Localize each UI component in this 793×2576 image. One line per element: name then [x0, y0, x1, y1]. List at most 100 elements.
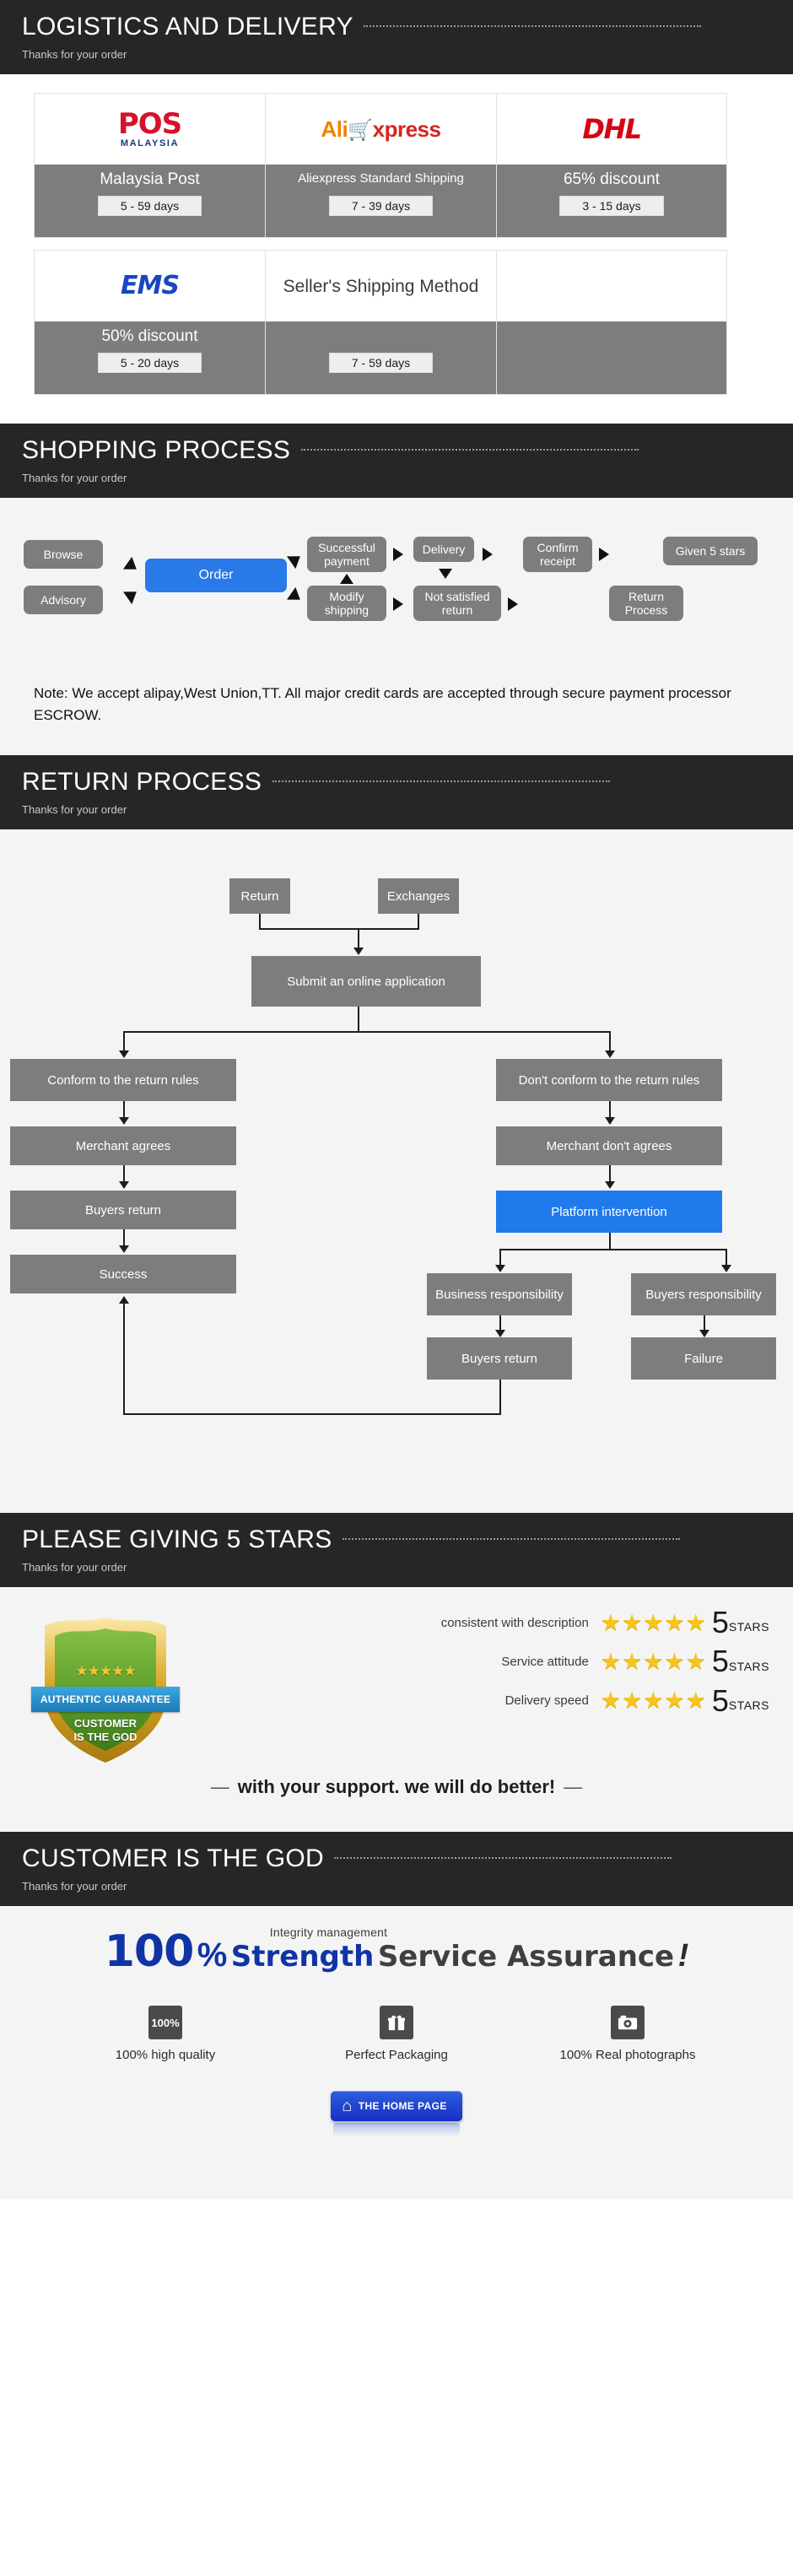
flow-node-failure[interactable]: Failure — [631, 1337, 776, 1380]
badge-line-2: IS THE GOD — [73, 1731, 138, 1743]
arrow-order-to-modify-shipping — [287, 586, 305, 607]
section-subtitle: Thanks for your order — [22, 472, 127, 484]
shipping-info: 50% discount 5 - 20 days — [35, 321, 265, 394]
flow-node-buyers-responsibility[interactable]: Buyers responsibility — [631, 1273, 776, 1315]
flow-node-given-5-stars[interactable]: Given 5 stars — [663, 537, 758, 565]
line-conform-down — [123, 1101, 125, 1120]
shipping-cell-malaysia-post[interactable]: POS MALAYSIA Malaysia Post 5 - 59 days — [34, 93, 265, 238]
shipping-row-1: POS MALAYSIA Malaysia Post 5 - 59 days A… — [34, 93, 759, 238]
camera-icon — [611, 2006, 645, 2039]
shopping-cart-icon: 🛒 — [348, 118, 373, 142]
rating-score: 5 — [711, 1605, 729, 1639]
authentic-guarantee-shield-icon: ★★★★★ AUTHENTIC GUARANTEE CUSTOMER IS TH… — [31, 1614, 180, 1764]
flow-node-platform-intervention[interactable]: Platform intervention — [496, 1191, 722, 1233]
feature-item: Perfect Packaging — [316, 2006, 477, 2062]
line-branch-horizontal — [123, 1031, 611, 1033]
rating-score: 5 — [711, 1682, 729, 1718]
flow-node-successful-payment[interactable]: Successful payment — [307, 537, 386, 572]
flow-node-conform-rules[interactable]: Conform to the return rules — [10, 1059, 236, 1101]
rating-label: Service attitude — [501, 1655, 589, 1670]
rating-row: Service attitude ★★★★★ 5 STARS — [211, 1646, 769, 1677]
rating-label: Delivery speed — [504, 1693, 589, 1709]
flow-node-not-satisfied-return[interactable]: Not satisfied return — [413, 586, 501, 621]
dash-right: — — [564, 1776, 583, 1797]
camera-glyph — [618, 2015, 638, 2030]
arrow-to-conform — [119, 1050, 129, 1058]
aliexpress-logo-xpress: xpress — [372, 116, 441, 142]
flow-node-business-responsibility[interactable]: Business responsibility — [427, 1273, 572, 1315]
shipping-method-name: 65% discount — [563, 170, 661, 188]
star-icon-group: ★★★★★ — [600, 1609, 707, 1635]
flow-node-confirm-receipt[interactable]: Confirm receipt — [523, 537, 592, 572]
dhl-logo-text: DHL — [582, 113, 642, 145]
gift-glyph — [387, 2015, 406, 2031]
arrow-modify-to-not-satisfied — [393, 597, 403, 611]
flow-node-merchant-dont-agrees[interactable]: Merchant don't agrees — [496, 1126, 722, 1165]
aliexpress-logo-ali: Ali — [321, 116, 348, 142]
flow-node-order[interactable]: Order — [145, 559, 287, 592]
return-process-flowchart: Return Exchanges Submit an online applic… — [0, 829, 793, 1513]
section-subtitle: Thanks for your order — [22, 1880, 127, 1893]
seller-method-text: Seller's Shipping Method — [283, 276, 479, 296]
arrow-to-dont-conform — [605, 1050, 615, 1058]
section-subtitle: Thanks for your order — [22, 803, 127, 816]
rating-unit: STARS — [728, 1620, 769, 1634]
pos-malaysia-logo: POS MALAYSIA — [35, 94, 265, 165]
flow-node-buyers-return-left[interactable]: Buyers return — [10, 1191, 236, 1229]
service-assurance-word: Service Assurance — [377, 1940, 675, 1974]
flow-node-modify-shipping[interactable]: Modify shipping — [307, 586, 386, 621]
section-header-customer-is-god: CUSTOMER IS THE GOD Thanks for your orde… — [0, 1832, 793, 1906]
gift-box-icon — [380, 2006, 413, 2039]
arrow-buyers-return-to-success — [119, 1245, 129, 1253]
shopping-process-flowchart: Browse Advisory Order Successful payment… — [0, 498, 793, 679]
shipping-cell-dhl[interactable]: DHL 65% discount 3 - 15 days — [496, 93, 727, 238]
flow-node-success[interactable]: Success — [10, 1255, 236, 1293]
badge-customer-text: CUSTOMER IS THE GOD — [38, 1717, 173, 1744]
home-page-button[interactable]: ⌂ THE HOME PAGE — [331, 2091, 462, 2121]
flow-node-delivery[interactable]: Delivery — [413, 537, 474, 562]
line-to-buyers-resp — [726, 1249, 727, 1267]
header-dotted-rule — [300, 449, 639, 451]
line-exchanges-down — [418, 914, 419, 929]
shipping-cell-empty — [496, 250, 727, 395]
empty-info-slot — [497, 321, 726, 394]
arrow-browse-to-order — [123, 556, 141, 576]
arrow-loop-to-success — [119, 1296, 129, 1304]
flow-node-browse[interactable]: Browse — [24, 540, 103, 569]
exclamation-mark: ! — [677, 1938, 689, 1974]
line-merge-down — [358, 928, 359, 950]
flow-node-advisory[interactable]: Advisory — [24, 586, 103, 614]
header-dotted-rule — [364, 25, 702, 27]
arrow-buyers-resp-to-failure — [699, 1330, 709, 1337]
feature-item: 100% 100% high quality — [85, 2006, 245, 2062]
shipping-cell-ems[interactable]: EMS 50% discount 5 - 20 days — [34, 250, 265, 395]
shipping-delivery-days: 7 - 59 days — [328, 353, 434, 373]
arrow-confirm-to-given-stars — [599, 548, 609, 561]
section-header-five-stars: PLEASE GIVING 5 STARS Thanks for your or… — [0, 1513, 793, 1587]
strength-word: Strength — [230, 1940, 375, 1974]
home-button-label: THE HOME PAGE — [358, 2100, 447, 2112]
flow-node-dont-conform-rules[interactable]: Don't conform to the return rules — [496, 1059, 722, 1101]
arrow-dont-conform-to-merchant — [605, 1117, 615, 1125]
header-dotted-rule — [272, 780, 610, 782]
flow-node-return-process[interactable]: Return Process — [609, 586, 683, 621]
flow-node-buyers-return-right[interactable]: Buyers return — [427, 1337, 572, 1380]
flow-node-return[interactable]: Return — [229, 878, 290, 914]
flow-node-submit-application[interactable]: Submit an online application — [251, 956, 481, 1007]
shipping-method-name: 50% discount — [101, 327, 198, 345]
line-submit-down — [358, 1007, 359, 1032]
arrow-to-buyers-responsibility — [721, 1265, 731, 1272]
shipping-cell-aliexpress[interactable]: Ali🛒xpress Aliexpress Standard Shipping … — [265, 93, 496, 238]
line-loop-vertical-right — [499, 1368, 501, 1415]
shipping-info: Aliexpress Standard Shipping 7 - 39 days — [266, 165, 496, 237]
pos-logo-subtext: MALAYSIA — [120, 138, 180, 149]
shipping-cell-seller-method[interactable]: Seller's Shipping Method 7 - 59 days — [265, 250, 496, 395]
flow-node-exchanges[interactable]: Exchanges — [378, 878, 459, 914]
section-subtitle: Thanks for your order — [22, 48, 127, 61]
arrow-order-to-successful-payment — [287, 549, 305, 570]
percent-100-icon: 100% — [148, 2006, 182, 2039]
flow-node-merchant-agrees[interactable]: Merchant agrees — [10, 1126, 236, 1165]
bottom-spacer — [0, 2162, 793, 2199]
star-icon-group: ★★★★★ — [600, 1688, 707, 1714]
shipping-info: 65% discount 3 - 15 days — [497, 165, 726, 237]
